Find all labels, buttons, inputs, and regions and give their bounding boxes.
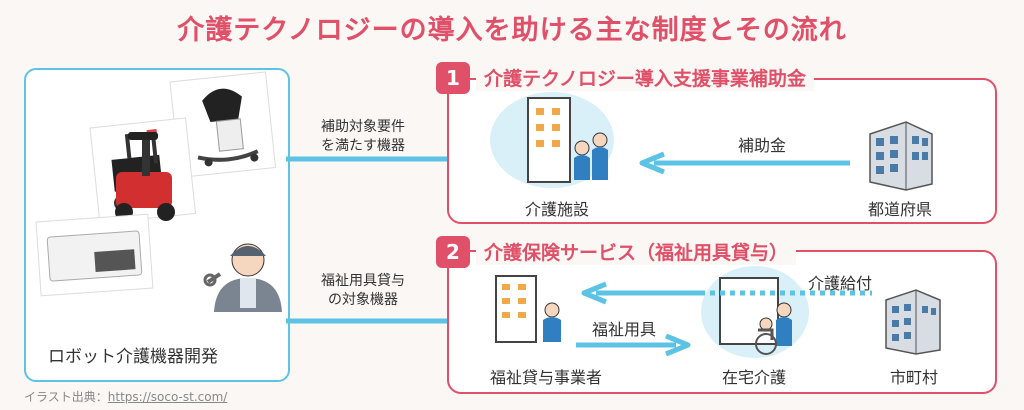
section2-number-badge: 2 (436, 236, 470, 268)
care-benefit-arrow (581, 281, 872, 305)
subsidy-arrow (639, 151, 850, 175)
credit-prefix: イラスト出典： (24, 390, 108, 404)
page-title: 介護テクノロジーの導入を助ける主な制度とその流れ (177, 15, 847, 46)
robot-devices-illustration (35, 71, 282, 312)
prefecture-building-icon (869, 121, 933, 191)
care-facility-label: 介護施設 (524, 200, 589, 219)
illustration-credit: イラスト出典：https://soco-st.com/ (24, 388, 227, 405)
section1-number-badge: 1 (436, 62, 470, 94)
robot-development-label: ロボット介護機器開発 (48, 347, 218, 367)
bottom-arrow-label-line1: 福祉用具貸与 (321, 273, 405, 289)
bottom-arrow-label-line2: の対象機器 (328, 292, 398, 308)
rental-provider-illustration (495, 275, 561, 343)
top-arrow-label: 補助対象要件 を満たす機器 (298, 118, 428, 156)
home-care-illustration (701, 266, 809, 358)
welfare-equipment-label: 福祉用具 (592, 320, 657, 339)
care-benefit-label: 介護給付 (808, 274, 873, 293)
rental-provider-label: 福祉貸与事業者 (489, 368, 602, 387)
subsidy-label: 補助金 (738, 136, 787, 155)
credit-link[interactable]: https://soco-st.com/ (107, 390, 228, 404)
top-arrow-label-line1: 補助対象要件 (321, 119, 405, 135)
municipality-building-icon (885, 289, 941, 355)
section1-title: 介護テクノロジー導入支援事業補助金 (476, 64, 814, 91)
prefecture-label: 都道府県 (867, 200, 932, 219)
home-care-label: 在宅介護 (721, 368, 786, 387)
bottom-arrow-label: 福祉用具貸与 の対象機器 (298, 272, 428, 310)
welfare-equipment-arrow (576, 333, 691, 357)
care-facility-illustration (490, 92, 614, 188)
section2-title: 介護保険サービス（福祉用具貸与） (476, 238, 797, 265)
top-arrow-label-line2: を満たす機器 (321, 138, 405, 154)
municipality-label: 市町村 (889, 368, 938, 387)
